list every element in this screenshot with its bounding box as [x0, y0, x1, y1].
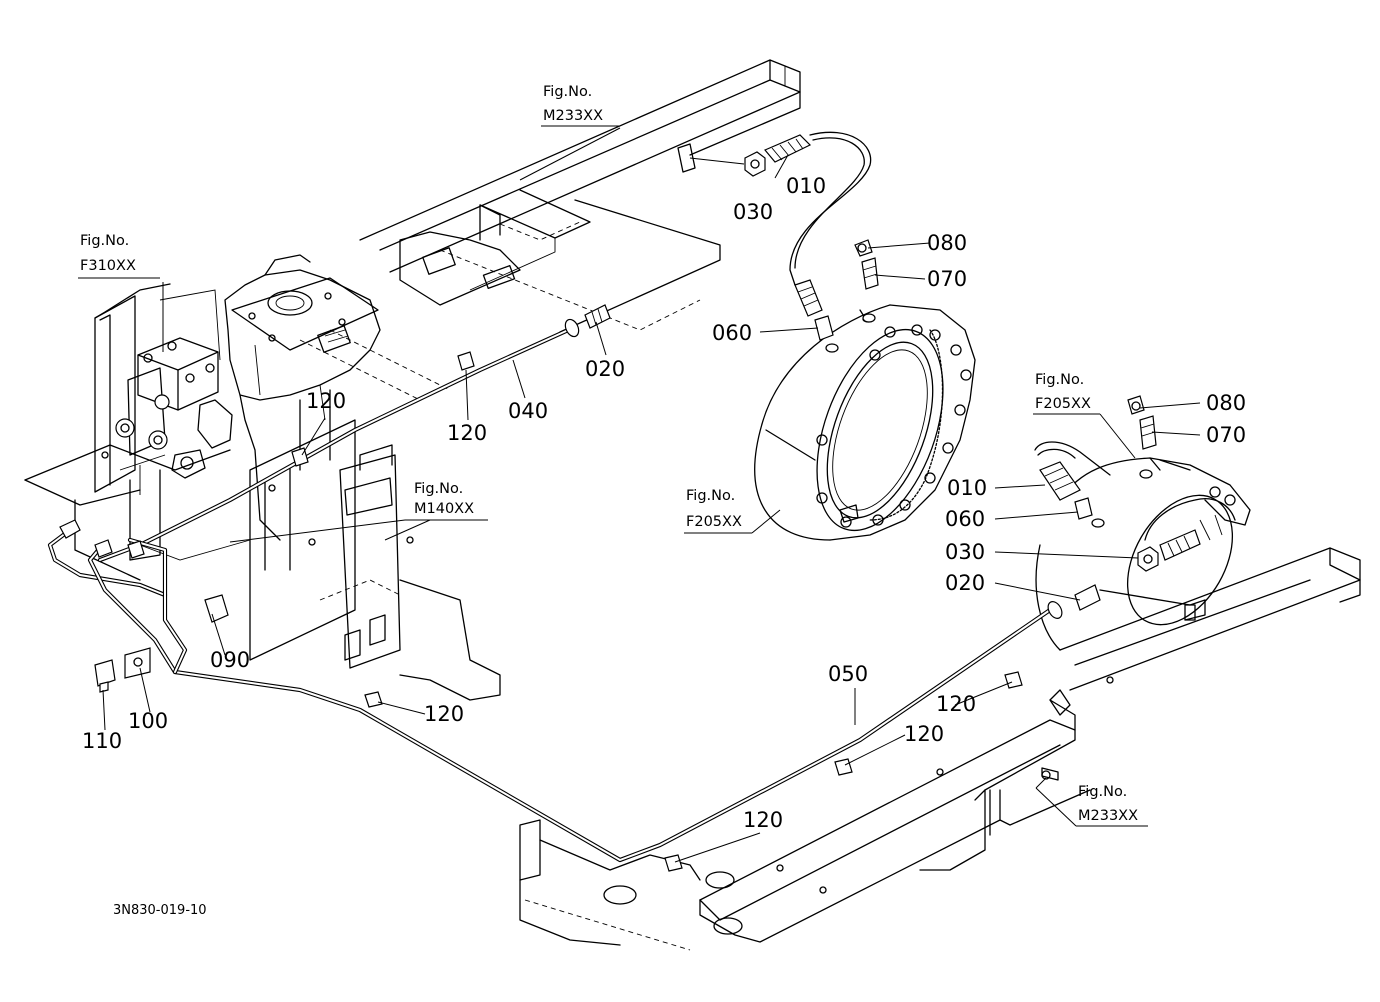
pipe-clips-120: [127, 351, 1023, 872]
callout-060: 060: [712, 321, 752, 345]
figure-ref-code: F205XX: [686, 514, 742, 530]
figure-reference-labels: Fig.No. M233XX Fig.No. F310XX Fig.No. M1…: [78, 84, 1148, 827]
callout-020: 020: [585, 357, 625, 381]
callout-010: 010: [786, 174, 826, 198]
fittings-left-housing: [794, 239, 879, 353]
callout-120: 120: [936, 692, 976, 716]
callout-080: 080: [927, 231, 967, 255]
figure-ref-m233-bottom: Fig.No. M233XX: [1035, 784, 1148, 827]
nut-030-top: [744, 151, 766, 177]
figure-ref-fig: Fig.No.: [543, 84, 592, 100]
wheel-housing-right: [1035, 457, 1251, 651]
callout-120: 120: [743, 808, 783, 832]
callout-120: 120: [306, 389, 346, 413]
callout-050: 050: [828, 662, 868, 686]
callout-110: 110: [82, 729, 122, 753]
fittings: [59, 134, 1201, 872]
callout-080: 080: [1206, 391, 1246, 415]
figure-ref-f310: Fig.No. F310XX: [78, 233, 160, 279]
part-callouts: 010 030 080 070 060 020 040 120 120 080 …: [82, 174, 1246, 832]
middle-bracket: [139, 389, 501, 701]
figure-ref-f205-right: Fig.No. F205XX: [1033, 372, 1100, 415]
callout-120: 120: [424, 702, 464, 726]
transmission-housing: [224, 231, 521, 541]
callout-100: 100: [128, 709, 168, 733]
figure-ref-fig: Fig.No.: [686, 488, 735, 504]
callout-030: 030: [945, 540, 985, 564]
fittings-lower-left: [59, 519, 229, 693]
figure-ref-m140: Fig.No. M140XX: [405, 481, 488, 521]
hose-fitting-010-top: [764, 134, 812, 163]
figure-ref-fig: Fig.No.: [80, 233, 129, 249]
callout-010: 010: [947, 476, 987, 500]
figure-ref-code: M233XX: [1078, 808, 1138, 824]
figure-ref-code: M140XX: [414, 501, 474, 517]
callout-040: 040: [508, 399, 548, 423]
figure-ref-code: M233XX: [543, 108, 603, 124]
callout-060: 060: [945, 507, 985, 531]
figure-ref-code: F205XX: [1035, 396, 1091, 412]
fitting-020: [564, 304, 611, 338]
callout-070: 070: [927, 267, 967, 291]
fittings-right-housing: [1039, 395, 1201, 619]
figure-ref-fig: Fig.No.: [1078, 784, 1127, 800]
figure-ref-fig: Fig.No.: [414, 481, 463, 497]
figure-ref-f205-left: Fig.No. F205XX: [684, 488, 752, 534]
frame-rail-top: [359, 59, 801, 333]
drawing-number: 3N830-019-10: [113, 903, 207, 918]
callout-090: 090: [210, 648, 250, 672]
callout-020: 020: [945, 571, 985, 595]
figure-ref-code: F310XX: [80, 258, 136, 274]
wheel-housing-left: [754, 304, 976, 541]
frame-rail-bottom: [519, 547, 1361, 951]
figure-ref-m233-top: Fig.No. M233XX: [541, 84, 620, 127]
leader-lines: [102, 127, 1201, 863]
left-bracket-panel: [24, 283, 231, 581]
callout-120: 120: [904, 722, 944, 746]
callout-070: 070: [1206, 423, 1246, 447]
figure-ref-fig: Fig.No.: [1035, 372, 1084, 388]
callout-120: 120: [447, 421, 487, 445]
brake-valve: [115, 337, 233, 495]
callout-030: 030: [733, 200, 773, 224]
